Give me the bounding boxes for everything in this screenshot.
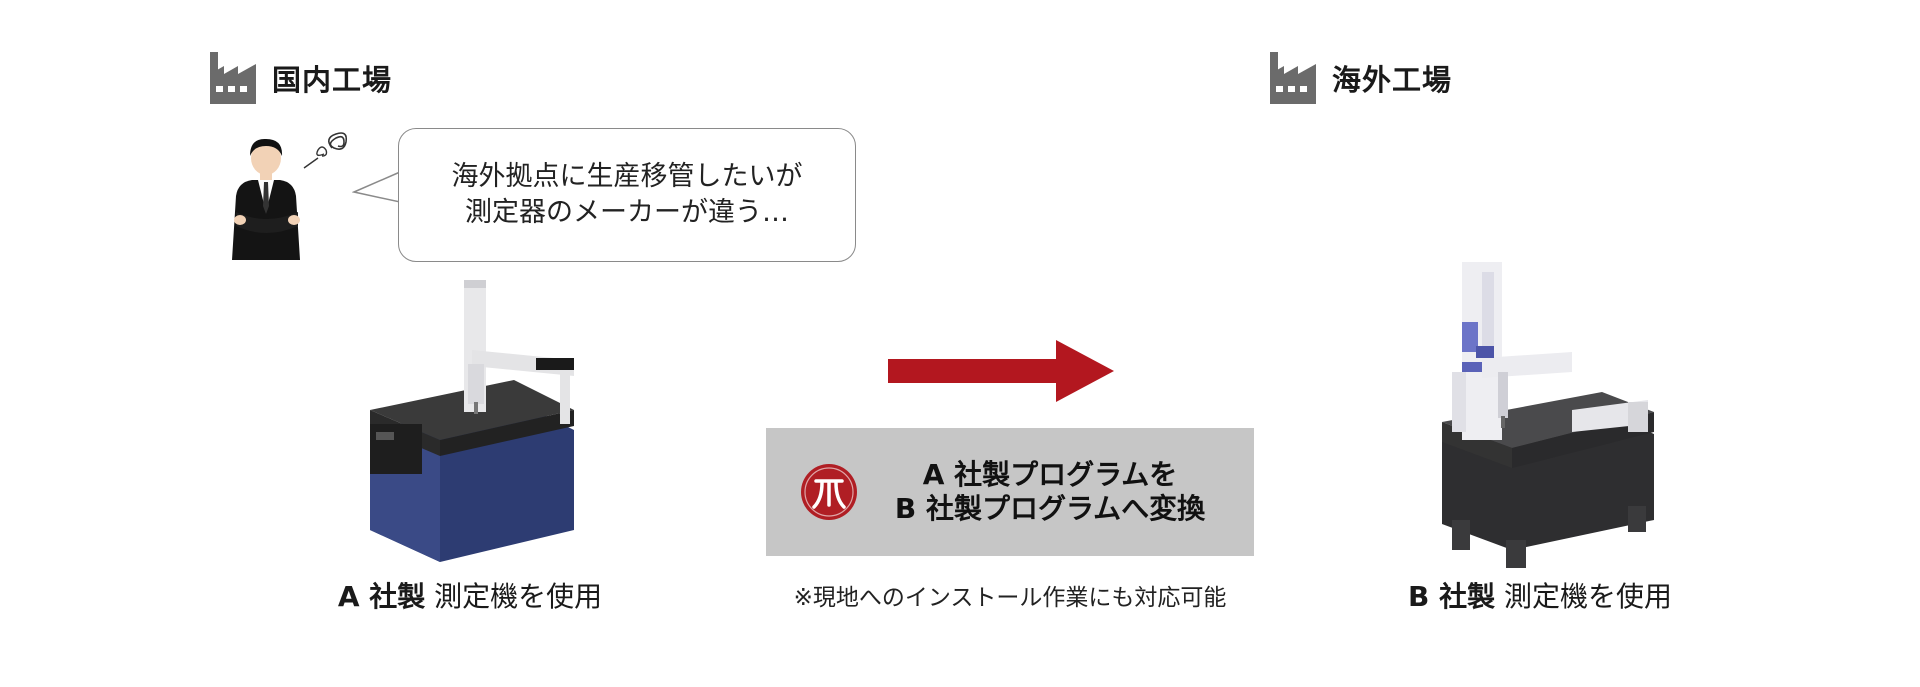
left-caption-text: 測定機を使用 (425, 580, 603, 613)
domestic-factory-title: 国内工場 (272, 63, 393, 97)
right-machine-caption: B 社製 測定機を使用 (1340, 575, 1740, 615)
coordinate-measuring-machine-b (1442, 262, 1654, 568)
domestic-factory-heading: 国内工場 (208, 50, 392, 106)
speech-bubble: 海外拠点に生産移管したいが 測定器のメーカーが違う… (398, 128, 856, 262)
worry-scribble-icon (303, 132, 348, 169)
conversion-text: A 社製プログラムを B 社製プログラムへ変換 (870, 458, 1230, 526)
speech-line-2: 測定器のメーカーが違う… (465, 197, 789, 228)
right-maker-name: B 社製 (1408, 580, 1496, 613)
left-machine-caption: A 社製 測定機を使用 (270, 575, 670, 615)
conversion-line-2: B 社製プログラムへ変換 (894, 492, 1206, 525)
installation-note: ※現地へのインストール作業にも対応可能 (793, 585, 1227, 611)
left-maker-name: A 社製 (337, 580, 426, 613)
speech-bubble-tail (352, 170, 402, 203)
right-caption-text: 測定機を使用 (1495, 580, 1672, 613)
conversion-line-1: A 社製プログラムを (922, 458, 1178, 491)
factory-icon (210, 52, 256, 104)
company-logo-icon (801, 464, 857, 520)
overseas-factory-heading: 海外工場 (1268, 50, 1452, 106)
overseas-factory-title: 海外工場 (1332, 63, 1453, 97)
businessman-icon (232, 138, 300, 260)
coordinate-measuring-machine-a (370, 280, 574, 562)
speech-line-1: 海外拠点に生産移管したいが (451, 161, 803, 192)
transfer-arrow (888, 340, 1114, 402)
factory-icon (1270, 52, 1316, 104)
